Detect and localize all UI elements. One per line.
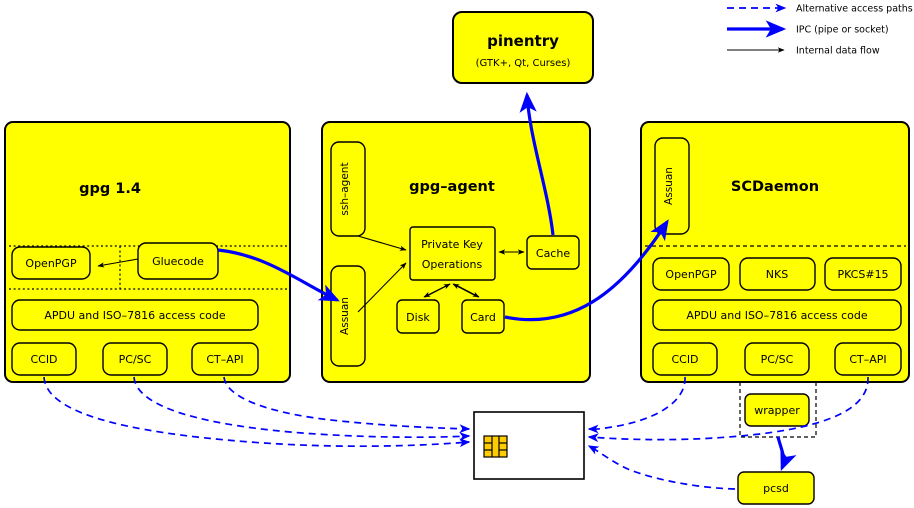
gpg14-driver-ctapi-shape bbox=[191, 342, 259, 376]
gpg-agent-private-key-operations-label-1: Private Key bbox=[421, 238, 483, 251]
pcsd-label: pcsd bbox=[763, 482, 789, 495]
scdaemon-app-pkcs15[interactable]: PKCS#15 bbox=[824, 257, 902, 291]
legend-label-ipc: IPC (pipe or socket) bbox=[796, 25, 889, 36]
scdaemon-driver-ctapi-shape bbox=[834, 342, 902, 376]
pinentry-title: pinentry bbox=[487, 32, 559, 50]
scdaemon-driver-pcsc[interactable]: PC/SC bbox=[744, 342, 810, 376]
alt-gpg-ccid-to-card bbox=[43, 376, 471, 448]
scdaemon-app-nks[interactable]: NKS bbox=[739, 257, 816, 291]
gpg-agent-assuan[interactable]: Assuan bbox=[330, 265, 366, 367]
scdaemon-driver-ctapi[interactable]: CT–API bbox=[834, 342, 902, 376]
gpg-agent-cache-shape bbox=[526, 235, 580, 270]
gpg-agent-disk-label: Disk bbox=[406, 311, 430, 324]
gpg14-apdu[interactable]: APDU and ISO–7816 access code bbox=[11, 299, 259, 331]
scdaemon-driver-ctapi-label: CT–API bbox=[849, 353, 886, 366]
pinentry-box[interactable]: pinentry (GTK+, Qt, Curses) bbox=[452, 11, 594, 84]
smartcard[interactable] bbox=[473, 411, 585, 480]
flow-disk-to-pko bbox=[424, 283, 451, 298]
gpg-agent-card-label: Card bbox=[470, 311, 496, 324]
ipc-connections bbox=[217, 91, 797, 471]
scdaemon-apdu[interactable]: APDU and ISO–7816 access code bbox=[652, 299, 902, 331]
wrapper-label: wrapper bbox=[754, 404, 800, 417]
gpg14-driver-ccid-label: CCID bbox=[30, 353, 57, 366]
gpg-agent-private-key-operations-label-2: Operations bbox=[422, 258, 483, 271]
gpg14-driver-ccid-shape bbox=[11, 342, 77, 376]
alt-gpg-ctapi-to-card bbox=[223, 376, 471, 434]
gpg14-gluecode-label: Gluecode bbox=[152, 255, 204, 268]
flow-gluecode-to-openpgp bbox=[97, 258, 139, 268]
scdaemon-app-openpgp[interactable]: OpenPGP bbox=[652, 257, 730, 291]
scdaemon-driver-ccid[interactable]: CCID bbox=[652, 342, 718, 376]
legend-label-internal-data-flow: Internal data flow bbox=[796, 46, 880, 57]
ipc-agent-card-to-scdaemon-assuan bbox=[504, 219, 669, 322]
gpg14-openpgp-shape bbox=[11, 246, 91, 280]
scdaemon-assuan-label: Assuan bbox=[663, 167, 675, 205]
scdaemon-title: SCDaemon bbox=[731, 179, 819, 195]
alt-scd-ctapi-to-card bbox=[587, 376, 869, 443]
gpg14-openpgp-label: OpenPGP bbox=[25, 257, 77, 270]
scdaemon-driver-pcsc-label: PC/SC bbox=[761, 353, 794, 366]
flow-assuan-to-pko bbox=[357, 262, 407, 313]
gpg-agent-disk-shape bbox=[396, 299, 440, 334]
pcsd-box[interactable]: pcsd bbox=[737, 471, 815, 505]
flow-ssh-agent-to-pko bbox=[357, 235, 407, 251]
gpg-agent-cache[interactable]: Cache bbox=[526, 235, 580, 270]
scdaemon-assuan[interactable]: Assuan bbox=[654, 137, 690, 235]
scdaemon-assuan-shape bbox=[654, 137, 690, 235]
legend: Alternative access paths IPC (pipe or so… bbox=[727, 4, 913, 57]
ipc-wrapper-to-pcsd bbox=[776, 436, 797, 471]
gpg-agent-private-key-operations-shape bbox=[409, 226, 496, 281]
scdaemon-app-nks-shape bbox=[739, 257, 816, 291]
scdaemon-driver-pcsc-shape bbox=[744, 342, 810, 376]
gpg-agent-private-key-operations[interactable]: Private Key Operations bbox=[409, 226, 496, 281]
ipc-cache-to-pinentry bbox=[519, 91, 555, 236]
legend-label-alternative-access-paths: Alternative access paths bbox=[796, 4, 913, 15]
gpg14-gluecode[interactable]: Gluecode bbox=[137, 242, 219, 280]
flow-card-to-pko bbox=[452, 283, 479, 298]
ipc-gluecode-to-agent-assuan bbox=[217, 248, 340, 302]
pinentry-subtitle: (GTK+, Qt, Curses) bbox=[476, 58, 571, 69]
scdaemon-apdu-label: APDU and ISO–7816 access code bbox=[686, 309, 868, 322]
gpg14-openpgp[interactable]: OpenPGP bbox=[11, 246, 91, 280]
scdaemon-app-nks-label: NKS bbox=[766, 268, 788, 281]
gpg-agent-cache-label: Cache bbox=[536, 247, 570, 260]
gpg-agent-title: gpg–agent bbox=[409, 179, 495, 195]
scdaemon-app-openpgp-shape bbox=[652, 257, 730, 291]
alternative-access-paths bbox=[43, 376, 869, 490]
scdaemon-panel[interactable]: SCDaemon Assuan OpenPGP NKS PKCS#15 APDU… bbox=[640, 121, 910, 383]
gpg14-gluecode-shape bbox=[137, 242, 219, 280]
gpg-agent-assuan-label: Assuan bbox=[339, 297, 351, 335]
gpg-agent-panel[interactable]: gpg–agent ssh–agent Assuan Private Key O… bbox=[321, 121, 591, 383]
scdaemon-driver-ccid-shape bbox=[652, 342, 718, 376]
gpg14-apdu-label: APDU and ISO–7816 access code bbox=[44, 309, 226, 322]
pinentry-box-shape bbox=[452, 11, 594, 84]
wrapper-group[interactable]: wrapper bbox=[739, 382, 817, 438]
gpg14-driver-ccid[interactable]: CCID bbox=[11, 342, 77, 376]
wrapper-shape bbox=[744, 393, 810, 427]
alt-pcsd-to-card bbox=[587, 445, 736, 490]
gpg14-driver-pcsc[interactable]: PC/SC bbox=[102, 342, 168, 376]
scdaemon-app-openpgp-label: OpenPGP bbox=[665, 268, 717, 281]
alt-scd-ccid-path bbox=[589, 376, 686, 431]
scdaemon-app-pkcs15-shape bbox=[824, 257, 902, 291]
gpg14-panel[interactable]: gpg 1.4 OpenPGP Gluecode APDU and ISO–78… bbox=[4, 121, 291, 383]
gpg14-driver-pcsc-label: PC/SC bbox=[119, 353, 152, 366]
gpg14-title: gpg 1.4 bbox=[79, 181, 141, 197]
gpg-agent-card[interactable]: Card bbox=[461, 299, 505, 334]
gpg-agent-card-shape bbox=[461, 299, 505, 334]
gpg14-driver-pcsc-shape bbox=[102, 342, 168, 376]
scdaemon-apdu-shape bbox=[652, 299, 902, 331]
gpg14-driver-ctapi-label: CT–API bbox=[206, 353, 243, 366]
pcsd-shape bbox=[737, 471, 815, 505]
gpg-agent-ssh-agent[interactable]: ssh–agent bbox=[330, 141, 366, 237]
smartcard-chip-icon bbox=[483, 435, 508, 458]
gpg-agent-disk[interactable]: Disk bbox=[396, 299, 440, 334]
scdaemon-app-pkcs15-label: PKCS#15 bbox=[837, 268, 888, 281]
gpg-agent-ssh-agent-label: ssh–agent bbox=[339, 162, 351, 215]
scdaemon-driver-ccid-label: CCID bbox=[671, 353, 698, 366]
gpg14-apdu-shape bbox=[11, 299, 259, 331]
gpg14-driver-ctapi[interactable]: CT–API bbox=[191, 342, 259, 376]
gpg-agent-ssh-agent-shape bbox=[330, 141, 366, 237]
alt-gpg-pcsc-to-card bbox=[133, 376, 471, 441]
